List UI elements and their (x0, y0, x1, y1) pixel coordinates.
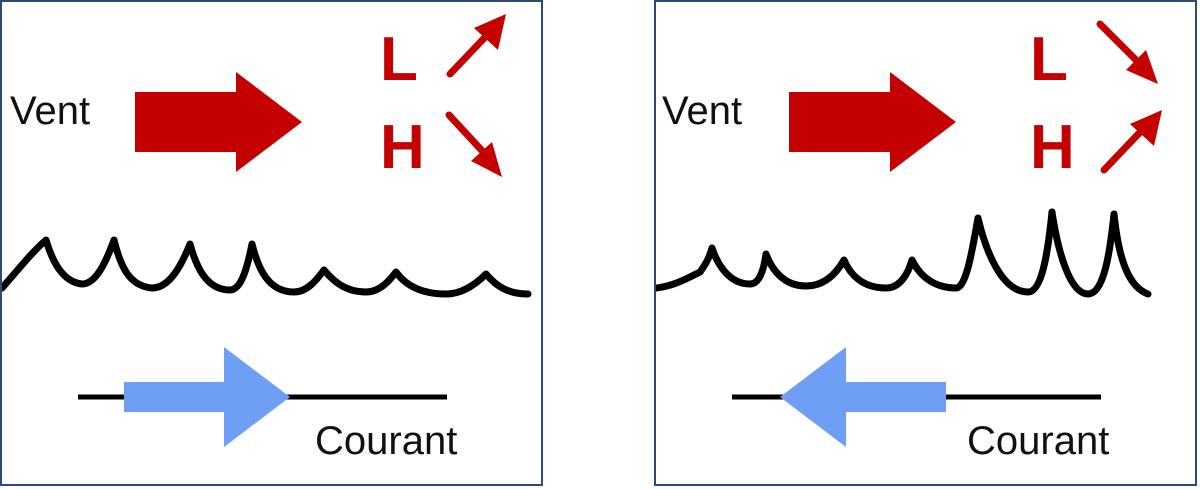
wind-arrow (135, 72, 302, 172)
low-arrow (446, 14, 506, 78)
high-arrow (445, 111, 502, 177)
panel-left: Vent L H Courant (0, 0, 543, 486)
wave-line (656, 208, 1152, 298)
high-letter: H (1030, 113, 1075, 182)
low-letter: L (1030, 25, 1068, 94)
panel-right-diagram: Vent L H Courant (656, 20, 1162, 463)
wind-label: Vent (662, 89, 742, 133)
low-letter: L (380, 25, 418, 94)
current-arrow (124, 347, 290, 447)
current-label: Courant (967, 419, 1109, 463)
high-letter: H (380, 113, 425, 182)
wind-arrow (789, 72, 956, 172)
current-label: Courant (315, 419, 457, 463)
high-arrow (1100, 110, 1162, 174)
low-arrow (1096, 20, 1158, 84)
panel-left-diagram: Vent L H Courant (2, 14, 532, 463)
panel-right: Vent L H Courant (654, 0, 1197, 486)
wind-label: Vent (10, 89, 90, 133)
wave-line (2, 236, 532, 298)
current-arrow (780, 347, 946, 447)
